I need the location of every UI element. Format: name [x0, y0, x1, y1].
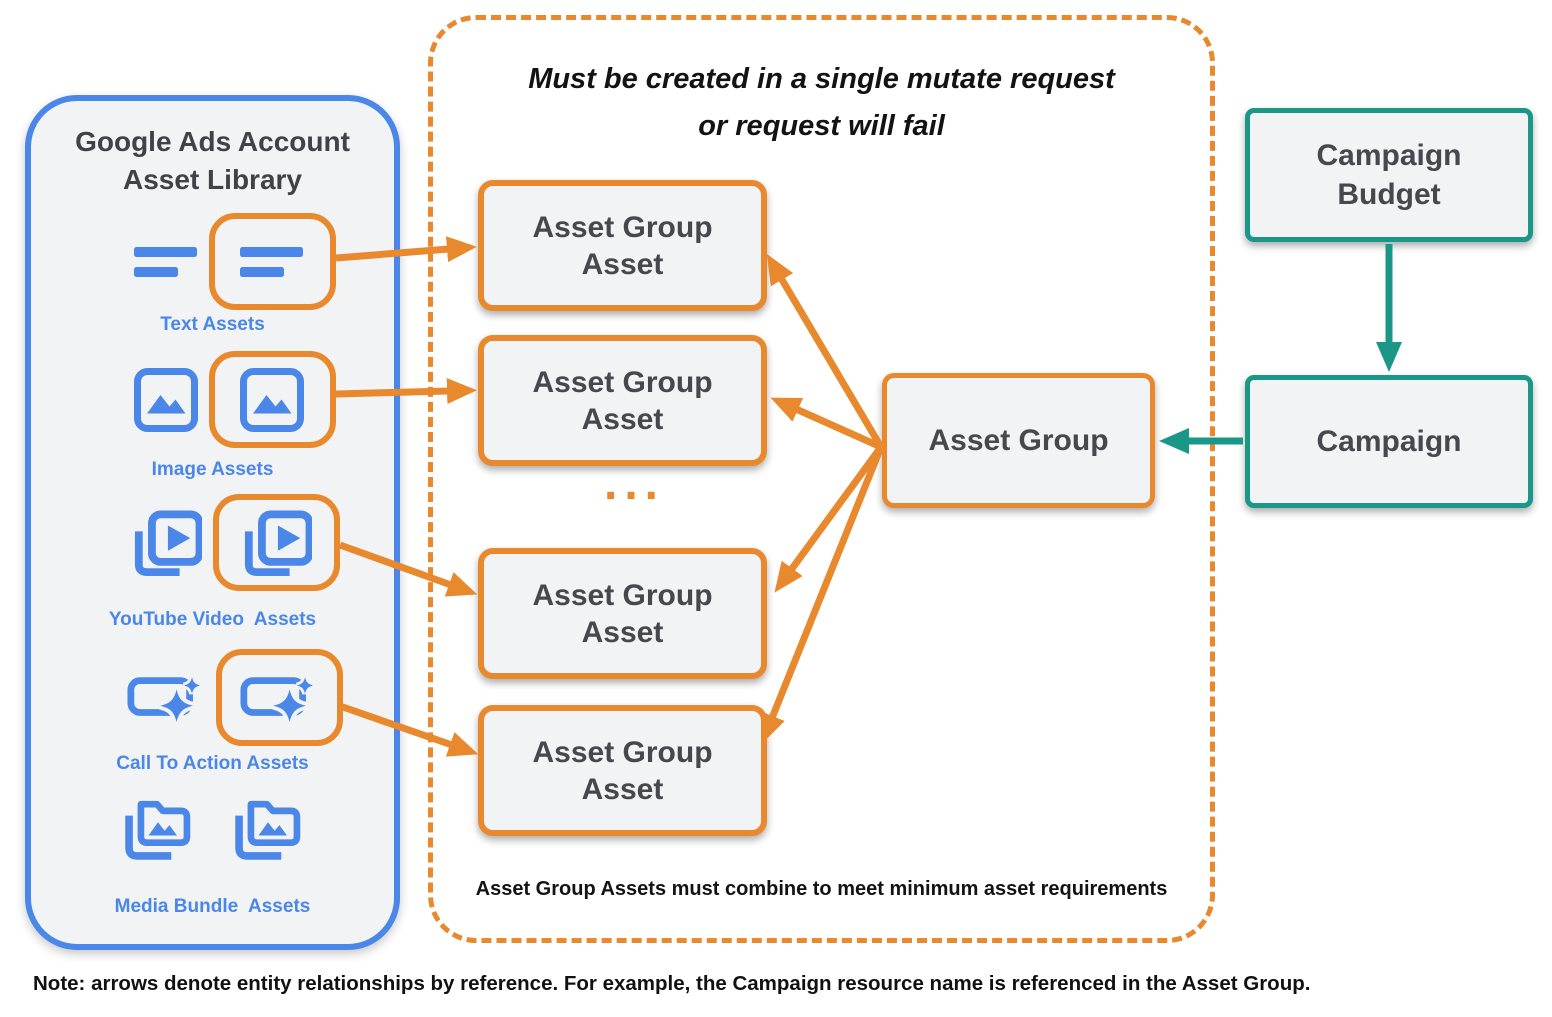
mutate-request-title: Must be created in a single mutate reque… [433, 56, 1210, 150]
youtube-video-asset-icon [244, 509, 312, 576]
asset-row-media-bundle [31, 791, 394, 863]
asset-group-asset-label: Asset Group Asset [532, 210, 713, 281]
asset-group-asset-box-2: Asset Group Asset [478, 335, 767, 466]
mutate-request-title-line1: Must be created in a single mutate reque… [528, 63, 1115, 95]
asset-library-title: Google Ads Account Asset Library [31, 123, 394, 199]
asset-group-asset-label: Asset Group Asset [532, 735, 713, 806]
asset-row-label-image: Image Assets [151, 459, 274, 480]
asset-library-title-text: Google Ads Account Asset Library [75, 126, 350, 195]
asset-group-label: Asset Group [928, 423, 1109, 457]
media-bundle-asset-icon [124, 800, 190, 860]
image-asset-icon [240, 367, 304, 432]
call-to-action-asset-icon [240, 676, 314, 723]
asset-row-cta [53, 649, 416, 746]
asset-row-image [53, 351, 416, 448]
campaign-box: Campaign [1245, 375, 1533, 508]
asset-group-asset-label: Asset Group Asset [532, 365, 713, 436]
asset-group-asset-box-4: Asset Group Asset [478, 705, 767, 836]
media-bundle-asset-icon [234, 800, 300, 860]
campaign-budget-label: Campaign Budget [1316, 139, 1462, 211]
youtube-video-asset-icon [134, 509, 202, 576]
call-to-action-asset-icon [126, 676, 201, 723]
asset-row-label-youtube: YouTube Video Assets [108, 609, 317, 630]
asset-group-box: Asset Group [882, 373, 1155, 508]
asset-row-text [53, 213, 416, 310]
campaign-label: Campaign [1316, 425, 1462, 458]
selected-asset-highlight [208, 351, 336, 448]
selected-asset-highlight [212, 494, 340, 591]
text-asset-icon [240, 246, 303, 277]
asset-row-label-text: Text Assets [160, 314, 265, 335]
min-requirements-caption: Asset Group Assets must combine to meet … [475, 878, 1168, 900]
asset-row-label-media-bundle: Media Bundle Assets [114, 896, 311, 917]
selected-asset-highlight [208, 213, 336, 310]
asset-group-asset-box-3: Asset Group Asset [478, 548, 767, 679]
selected-asset-highlight [215, 649, 343, 746]
asset-group-asset-box-1: Asset Group Asset [478, 180, 767, 311]
image-asset-icon [133, 367, 198, 432]
text-asset-icon [133, 246, 197, 277]
asset-row-label-cta: Call To Action Assets [116, 753, 309, 774]
asset-group-asset-label: Asset Group Asset [532, 578, 713, 649]
asset-library-panel: Google Ads Account Asset Library Text As… [25, 95, 400, 950]
ellipsis: ... [603, 457, 665, 510]
mutate-request-title-line2: or request will fail [698, 110, 945, 142]
asset-row-youtube [53, 494, 416, 591]
campaign-budget-box: Campaign Budget [1245, 108, 1533, 242]
footnote: Note: arrows denote entity relationships… [33, 972, 1311, 995]
